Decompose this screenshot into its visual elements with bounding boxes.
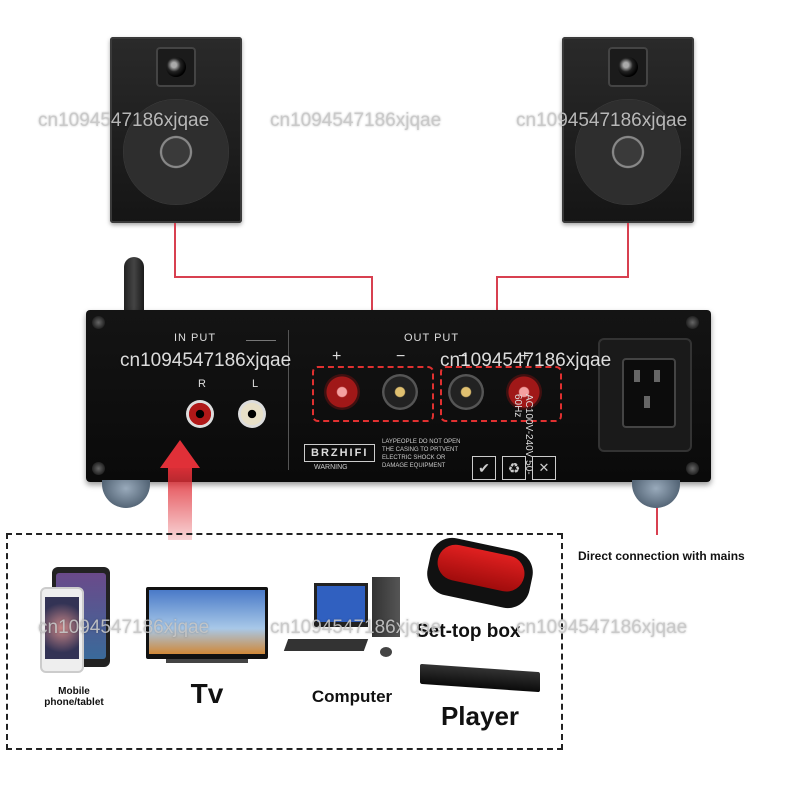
channel-l-label: L: [252, 378, 260, 390]
watermark: cn1094547186xjqae: [516, 110, 688, 131]
watermark: cn1094547186xjqae: [38, 617, 210, 638]
recycle-icon: ♻: [502, 456, 526, 480]
left-speaker: [110, 37, 242, 223]
screw: [686, 462, 699, 475]
settop-box-image: [423, 533, 537, 613]
speaker-post-left-plus[interactable]: [324, 374, 360, 410]
power-socket[interactable]: [598, 338, 692, 452]
watermark: cn1094547186xjqae: [38, 110, 210, 131]
woofer: [123, 99, 229, 205]
output-label: OUT PUT: [404, 332, 460, 344]
rca-input-left[interactable]: [238, 400, 266, 428]
tv-label: Tv: [190, 678, 224, 709]
computer-image: [280, 577, 410, 669]
watermark: cn1094547186xjqae: [270, 110, 442, 131]
speaker-post-right-minus[interactable]: [448, 374, 484, 410]
mobile-label: Mobile phone/tablet: [44, 686, 104, 708]
tweeter: [608, 47, 648, 87]
player-image: [420, 663, 542, 694]
output-left-highlight: [312, 366, 434, 422]
mains-annotation: Direct connection with mains: [578, 549, 745, 563]
input-arrow: [160, 440, 200, 540]
settop-label: Set-top box: [416, 621, 521, 642]
output-right-highlight: [440, 366, 562, 422]
screw: [92, 462, 105, 475]
watermark: cn1094547186xjqae: [516, 617, 688, 638]
right-speaker: [562, 37, 694, 223]
watermark: cn1094547186xjqae: [440, 350, 612, 371]
speaker-post-left-minus[interactable]: [382, 374, 418, 410]
warning-text: LAYPEOPLE DO NOT OPEN THE CASING TO PRTV…: [382, 439, 461, 469]
plus-left: +: [332, 348, 343, 365]
computer-label: Computer: [311, 687, 393, 706]
minus-left: −: [396, 348, 407, 365]
speaker-post-right-plus[interactable]: [506, 374, 542, 410]
tweeter: [156, 47, 196, 87]
mobile-device-image: [40, 567, 112, 673]
player-label: Player: [440, 701, 520, 731]
warning-label: WARNING: [314, 464, 348, 471]
rca-input-right[interactable]: [186, 400, 214, 428]
rohs-icon: ✔: [472, 456, 496, 480]
watermark: cn1094547186xjqae: [270, 617, 442, 638]
brand-logo: BRZHIFI: [304, 444, 376, 462]
woofer: [575, 99, 681, 205]
input-label: IN PUT: [174, 332, 217, 344]
sources-box: [6, 533, 563, 750]
channel-r-label: R: [198, 378, 207, 390]
screw: [92, 316, 105, 329]
tv-image: [146, 587, 268, 665]
plus-right: +: [520, 348, 531, 365]
minus-right: −: [458, 348, 469, 365]
watermark: cn1094547186xjqae: [120, 350, 292, 371]
screw: [686, 316, 699, 329]
weee-icon: ✕: [532, 456, 556, 480]
